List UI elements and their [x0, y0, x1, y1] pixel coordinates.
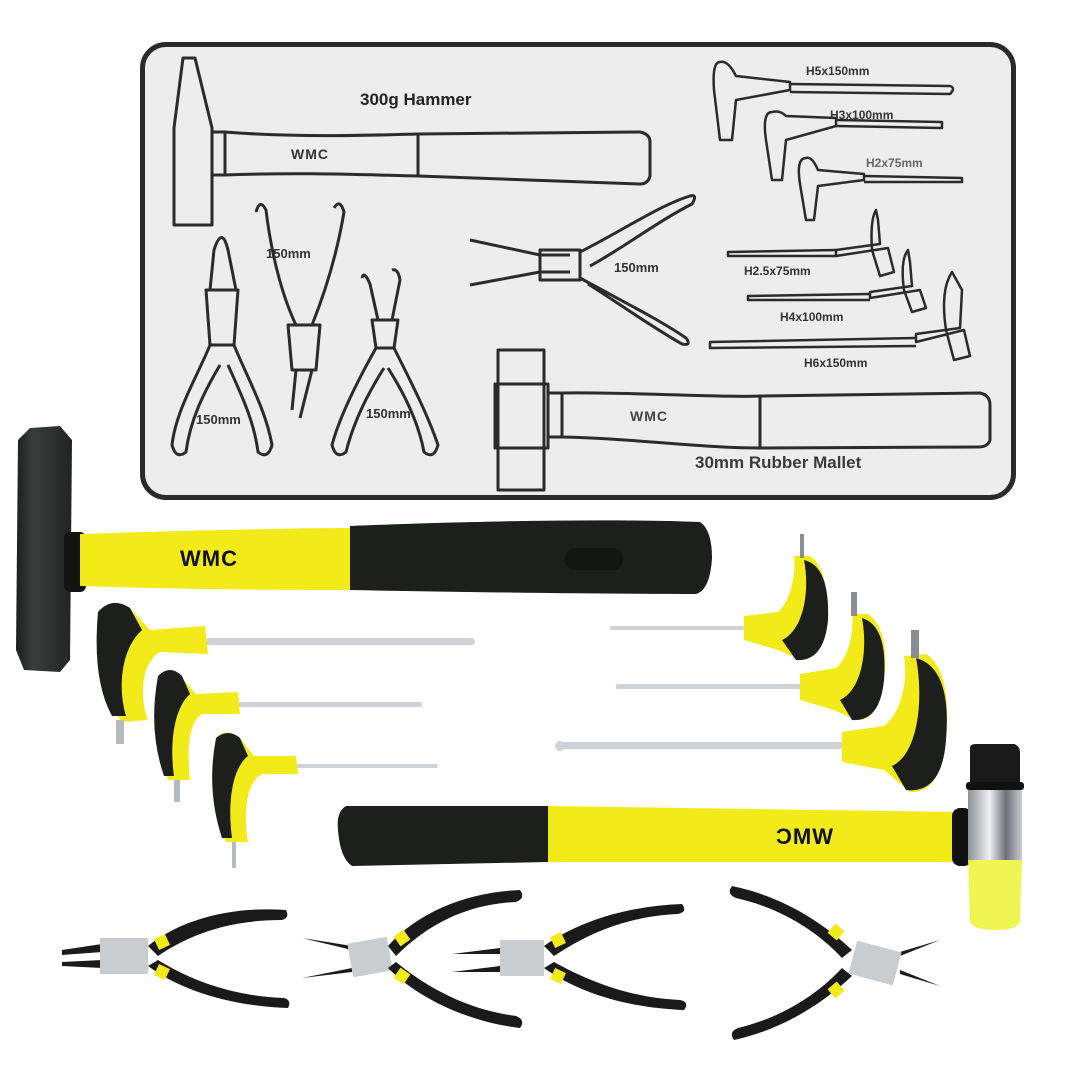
- hex-keys-left: [96, 602, 475, 868]
- tray-label-hex-h2: H2x75mm: [866, 156, 923, 170]
- tray-mallet-head-outline: [496, 348, 546, 492]
- tray-mallet-handle-outline: [560, 391, 992, 450]
- tray-label-hex-h2-5: H2.5x75mm: [744, 264, 811, 278]
- hammer-300g: [16, 426, 712, 672]
- tray-label-hex-h4: H4x100mm: [780, 310, 844, 324]
- tray-label-pliers-2: 150mm: [266, 246, 311, 261]
- hammer-brand-logo: WMC: [180, 546, 238, 571]
- tray-hammer-handle-outline: [223, 130, 652, 186]
- tray-label-hex-h3: H3x100mm: [830, 108, 894, 122]
- mallet-brand-logo: WMC: [775, 824, 833, 849]
- circlip-pliers: [62, 886, 940, 1040]
- tray-brand-hammer: WMC: [291, 146, 329, 162]
- tray-hammer-head-outline: [172, 56, 214, 227]
- tray-label-mallet: 30mm Rubber Mallet: [695, 453, 862, 472]
- foam-tray-layout: [140, 42, 1016, 500]
- tray-brand-mallet: WMC: [630, 408, 668, 424]
- tray-label-hex-h6: H6x150mm: [804, 356, 868, 370]
- tray-label-hex-h5: H5x150mm: [806, 64, 870, 78]
- tray-label-pliers-1: 150mm: [196, 412, 241, 427]
- tray-label-pliers-4: 150mm: [614, 260, 659, 275]
- rubber-mallet: [337, 744, 1024, 930]
- hex-keys-right: [555, 534, 948, 793]
- tray-label-pliers-3: 150mm: [366, 406, 411, 421]
- tray-label-hammer: 300g Hammer: [360, 90, 472, 109]
